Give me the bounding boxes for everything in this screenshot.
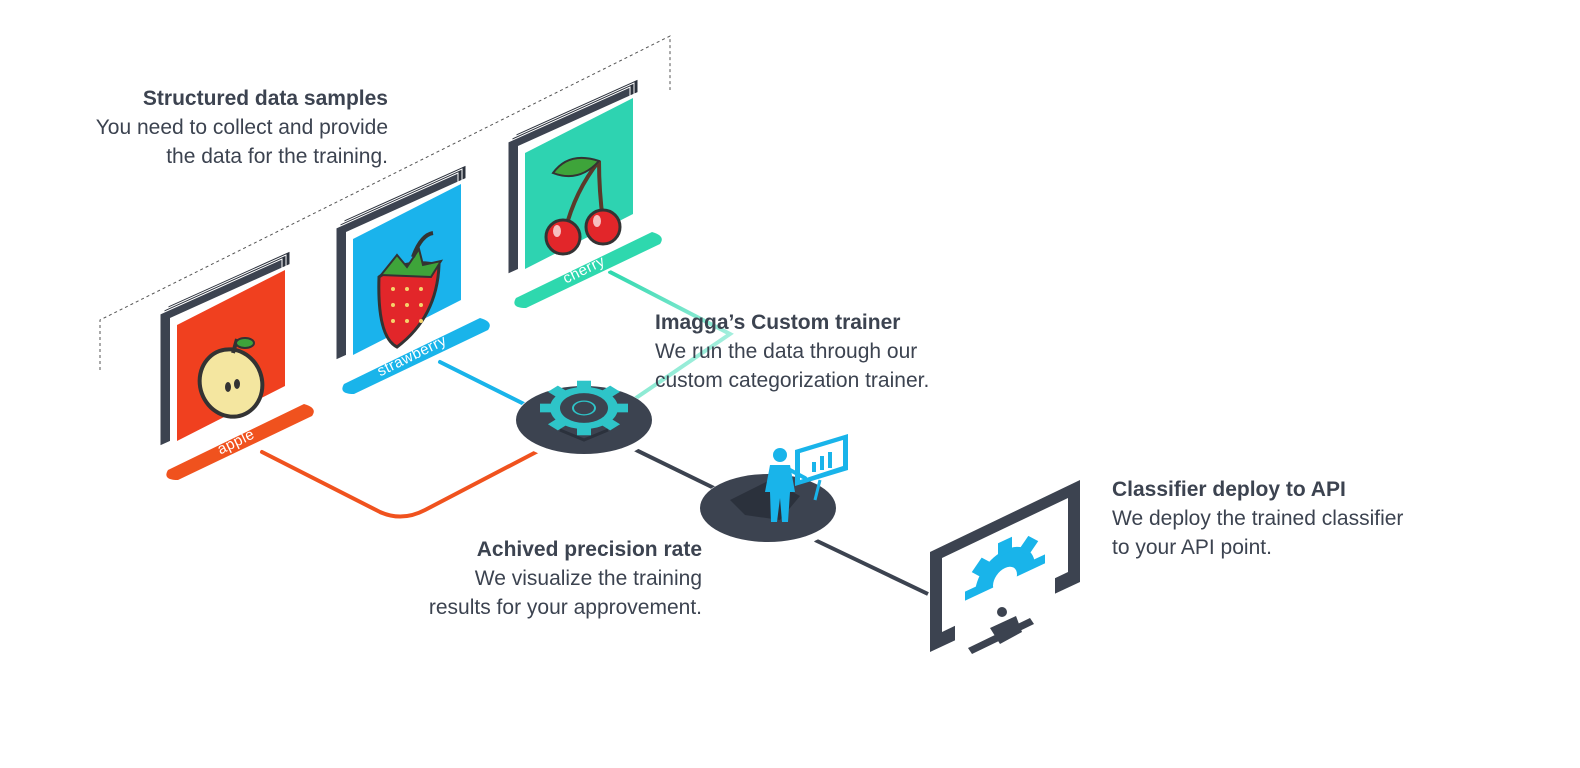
presenter-chart-icon: [765, 434, 848, 522]
samples-bracket: [99, 35, 671, 370]
precision-description: Achived precision rate We visualize the …: [330, 535, 702, 622]
trainer-description: Imagga’s Custom trainer We run the data …: [655, 308, 1075, 395]
sample-strawberry: strawberry: [335, 164, 495, 398]
trainer-to-precision-connector: [631, 446, 719, 492]
deploy-description: Classifier deploy to API We deploy the t…: [1112, 475, 1532, 562]
deploy-line-1: We deploy the trained classifier: [1112, 507, 1404, 530]
apple-icon: [197, 337, 265, 419]
trainer-line-1: We run the data through our: [655, 340, 918, 363]
samples-line-1: You need to collect and provide: [95, 116, 388, 139]
samples-title: Structured data samples: [142, 87, 388, 110]
samples-line-2: the data for the training.: [166, 145, 388, 168]
sample-apple: apple: [159, 250, 319, 484]
trainer-node: [512, 380, 656, 462]
precision-node: [696, 434, 848, 550]
samples-description: Structured data samples You need to coll…: [40, 84, 388, 171]
sample-cherry: cherry: [507, 78, 667, 312]
cherry-icon: [544, 157, 622, 256]
apple-connector: [260, 448, 542, 519]
monitor-gear-icon: [930, 480, 1080, 654]
gear-icon: [540, 380, 628, 436]
deploy-line-2: to your API point.: [1112, 536, 1272, 559]
precision-title: Achived precision rate: [476, 538, 702, 561]
trainer-title: Imagga’s Custom trainer: [655, 311, 901, 334]
strawberry-connector: [438, 360, 530, 408]
deploy-title: Classifier deploy to API: [1112, 478, 1346, 501]
precision-to-deploy-connector: [814, 538, 929, 596]
precision-line-1: We visualize the training: [474, 567, 702, 590]
cherry-connector: [608, 270, 734, 400]
strawberry-icon: [377, 231, 444, 349]
trainer-line-2: custom categorization trainer.: [655, 369, 930, 392]
precision-line-2: results for your approvement.: [428, 596, 702, 619]
